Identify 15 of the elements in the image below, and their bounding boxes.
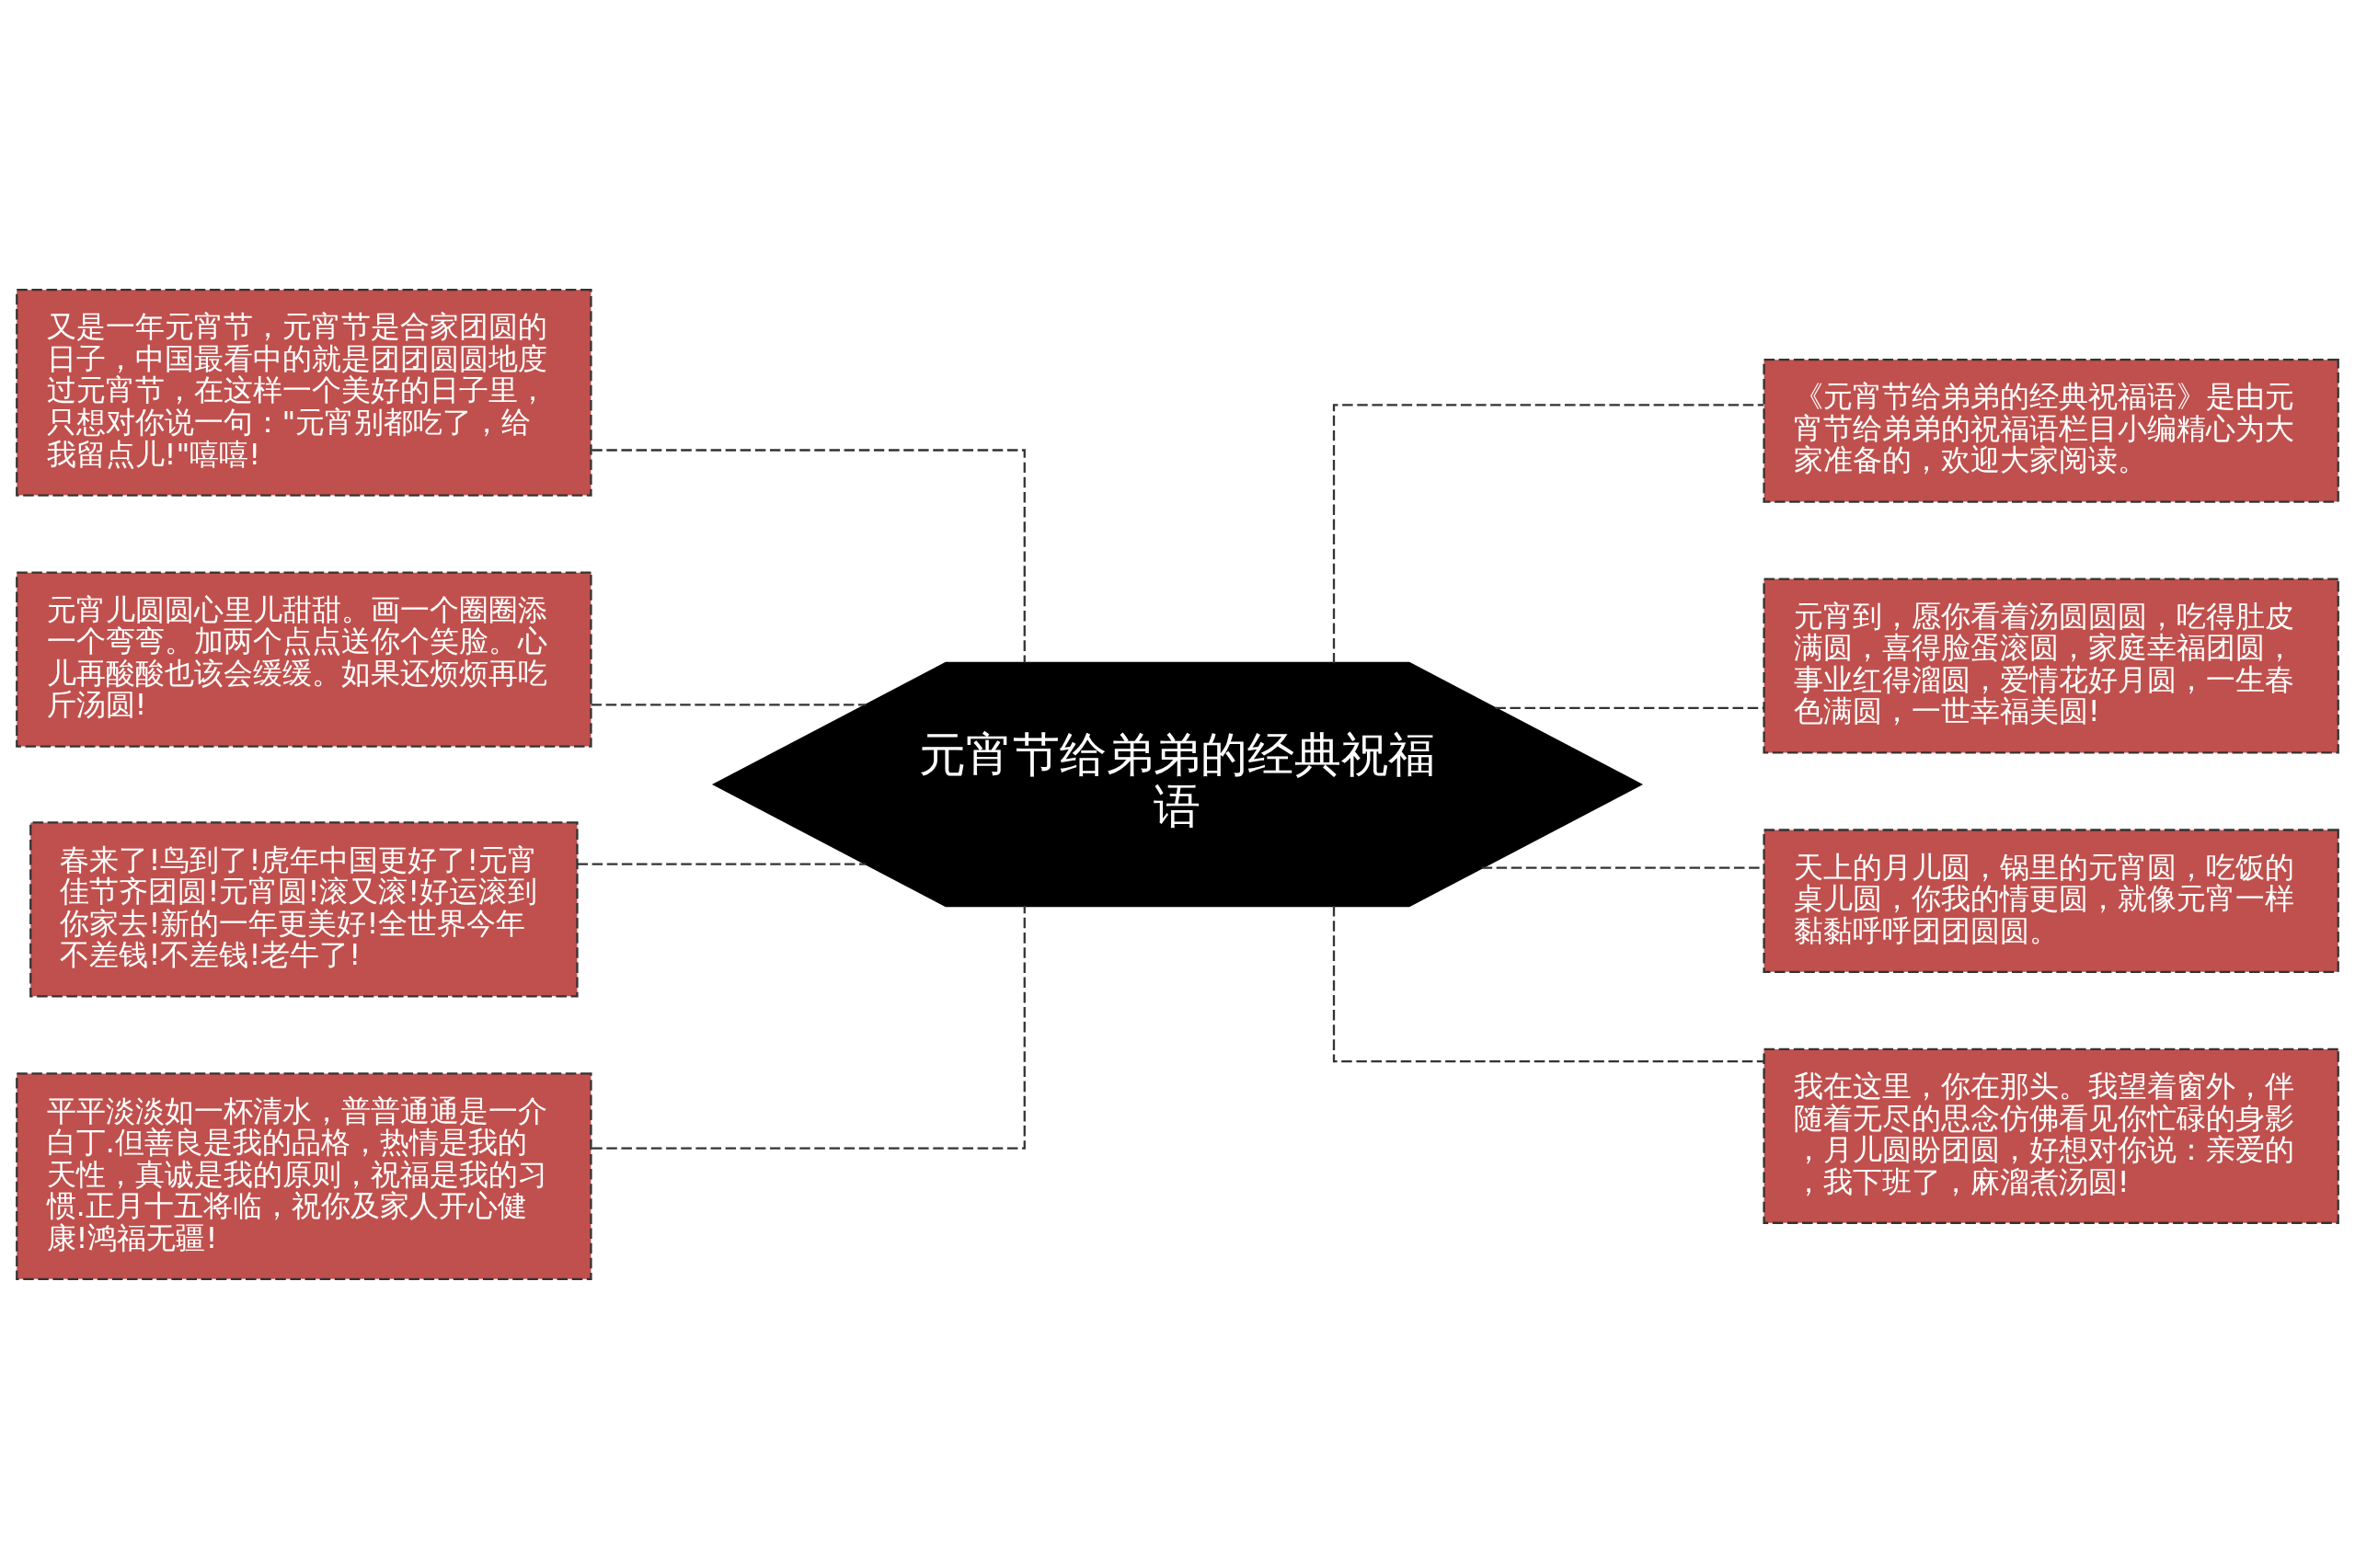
node-box: 我在这里，你在那头。我望着窗外，伴随着无尽的思念仿佛看见你忙碌的身影，月儿圆盼团圆，好想对你说：亲爱的，我下班了，麻溜煮汤圆! (1763, 1047, 2339, 1224)
node-box: 平平淡淡如一杯清水，普普通通是一介白丁.但善良是我的品格，热情是我的天性，真诚是我的原则，祝福是我的习惯.正月十五将临，祝你及家人开心健康!鸿福无疆! (16, 1071, 592, 1280)
connector (592, 448, 1026, 663)
node-box: 元宵儿圆圆心里儿甜甜。画一个圈圈添一个弯弯。加两个点点送你个笑脸。心儿再酸酸也该会缓缓。如果还烦烦再吃斤汤圆! (16, 571, 592, 748)
connector (577, 862, 867, 865)
connector (1332, 403, 1764, 663)
connector (1332, 905, 1764, 1062)
connector (592, 905, 1026, 1150)
node-box: 春来了!鸟到了!虎年中国更好了!元宵佳节齐团圆!元宵圆!滚又滚!好运滚到你家去!新的一年更美好!全世界今年不差钱!不差钱!老牛了! (29, 820, 579, 997)
connector (591, 703, 867, 706)
node-box: 元宵到，愿你看着汤圆圆圆，吃得肚皮满圆，喜得脸蛋滚圆，家庭幸福团圆，事业红得溜圆，爱情花好月圆，一生春色满圆，一世幸福美圆! (1763, 577, 2339, 754)
connector (1495, 706, 1764, 709)
node-box: 《元宵节给弟弟的经典祝福语》是由元宵节给弟弟的祝福语栏目小编精心为大家准备的，欢迎大家阅读。 (1763, 358, 2339, 503)
node-box: 又是一年元宵节，元宵节是合家团圆的日子，中国最看中的就是团团圆圆地度过元宵节，在这样一个美好的日子里，只想对你说一句："元宵别都吃了，给我留点儿!"嘻嘻! (16, 288, 592, 497)
node-box: 天上的月儿圆，锅里的元宵圆，吃饭的桌儿圆，你我的情更圆，就像元宵一样黏黏呼呼团团圆圆。 (1763, 828, 2339, 973)
